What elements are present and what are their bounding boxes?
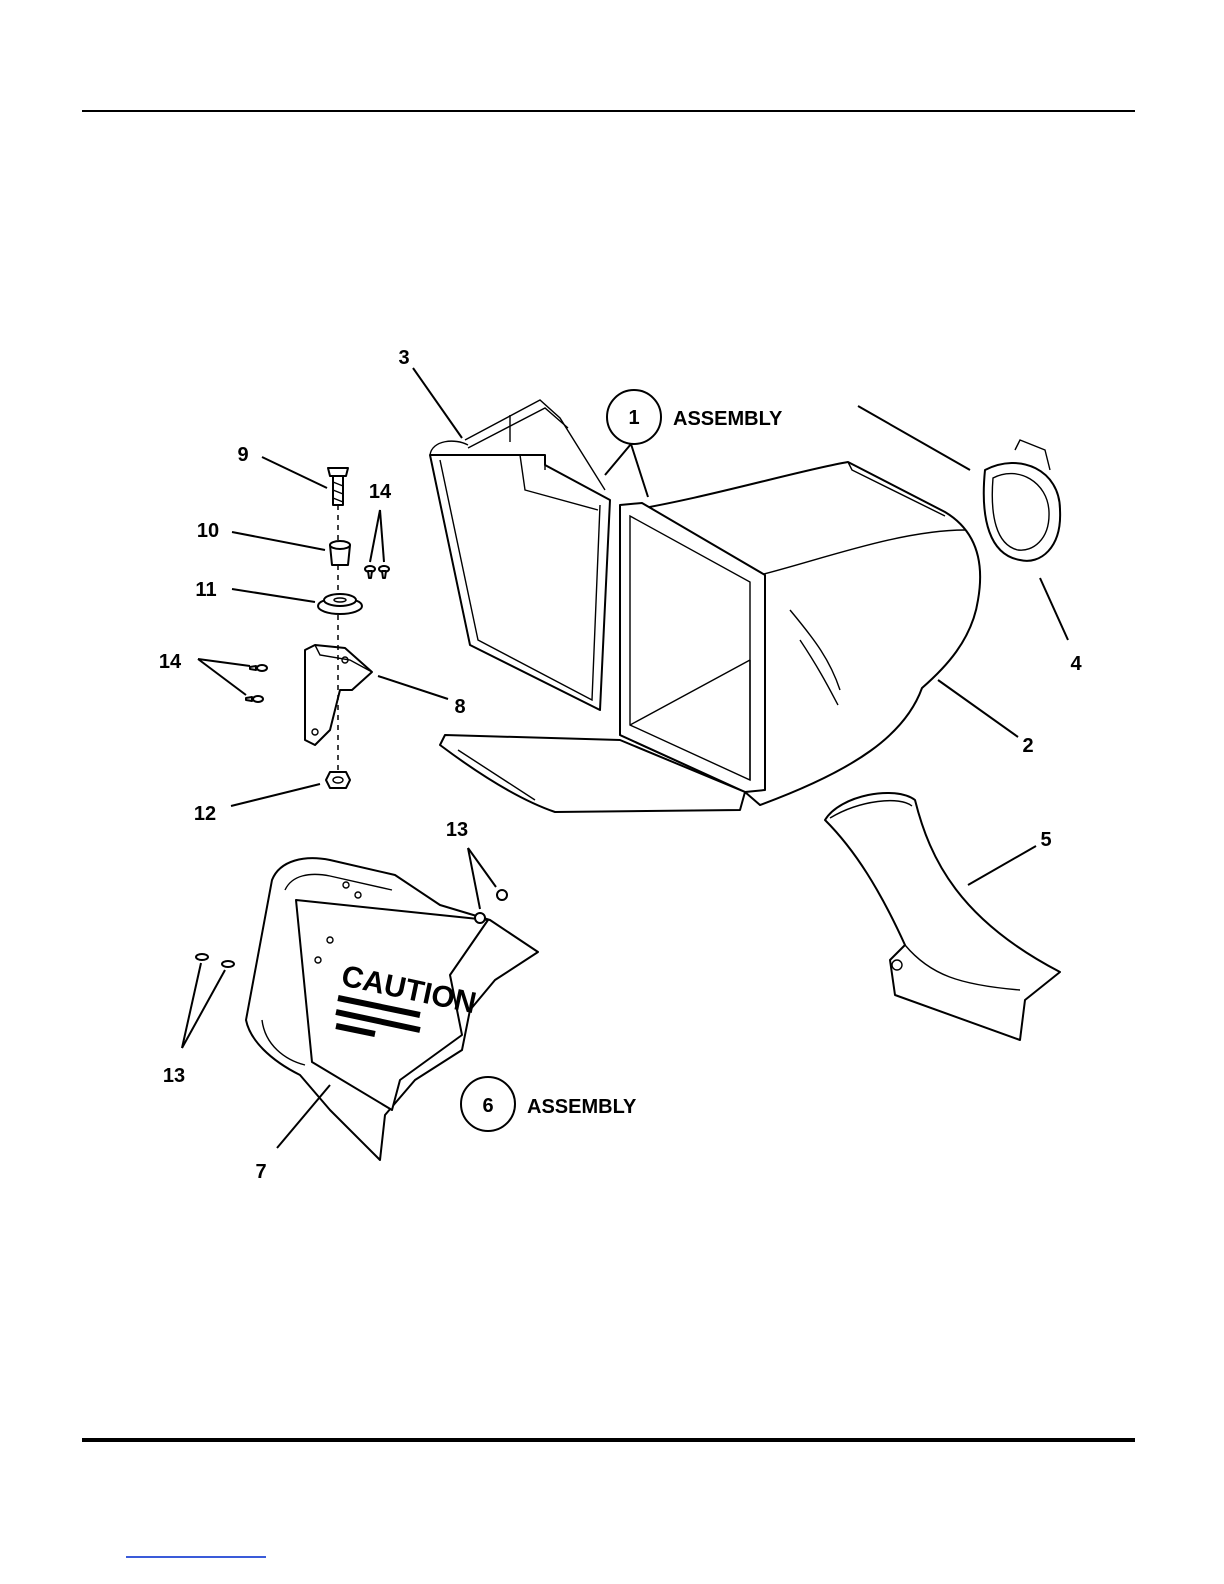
callout-3: 3 bbox=[398, 347, 409, 369]
assembly-6-label: ASSEMBLY bbox=[527, 1096, 637, 1118]
part-9-bolt bbox=[328, 468, 348, 505]
callout-11: 11 bbox=[195, 579, 216, 601]
callout-13-left: 13 bbox=[163, 1065, 185, 1087]
callout-2: 2 bbox=[1022, 735, 1033, 757]
part-5-discharge-tube bbox=[825, 793, 1060, 1040]
part-12-nut bbox=[326, 772, 350, 788]
part-14-rivets-upper bbox=[365, 566, 389, 578]
footer-link-underline[interactable] bbox=[126, 1556, 266, 1558]
part-10-bushing bbox=[330, 541, 350, 565]
part-2-housing bbox=[440, 462, 980, 812]
part-13-nuts-left bbox=[196, 954, 234, 967]
callout-10: 10 bbox=[197, 520, 219, 542]
part-3-wire-frame bbox=[430, 400, 610, 710]
callout-14-upper: 14 bbox=[369, 481, 392, 503]
callout-9: 9 bbox=[237, 444, 248, 466]
callout-14-lower: 14 bbox=[159, 651, 182, 673]
callout-4: 4 bbox=[1070, 653, 1082, 675]
callout-7: 7 bbox=[255, 1161, 266, 1183]
part-11-pulley bbox=[318, 594, 362, 614]
callout-1: 1 bbox=[628, 407, 639, 429]
callout-5: 5 bbox=[1040, 829, 1051, 851]
callout-12: 12 bbox=[194, 803, 216, 825]
callout-6: 6 bbox=[482, 1095, 493, 1117]
callout-8: 8 bbox=[454, 696, 465, 718]
callout-13-right: 13 bbox=[446, 819, 468, 841]
assembly-1-label: ASSEMBLY bbox=[673, 408, 783, 430]
part-14-rivets-lower bbox=[246, 665, 267, 702]
